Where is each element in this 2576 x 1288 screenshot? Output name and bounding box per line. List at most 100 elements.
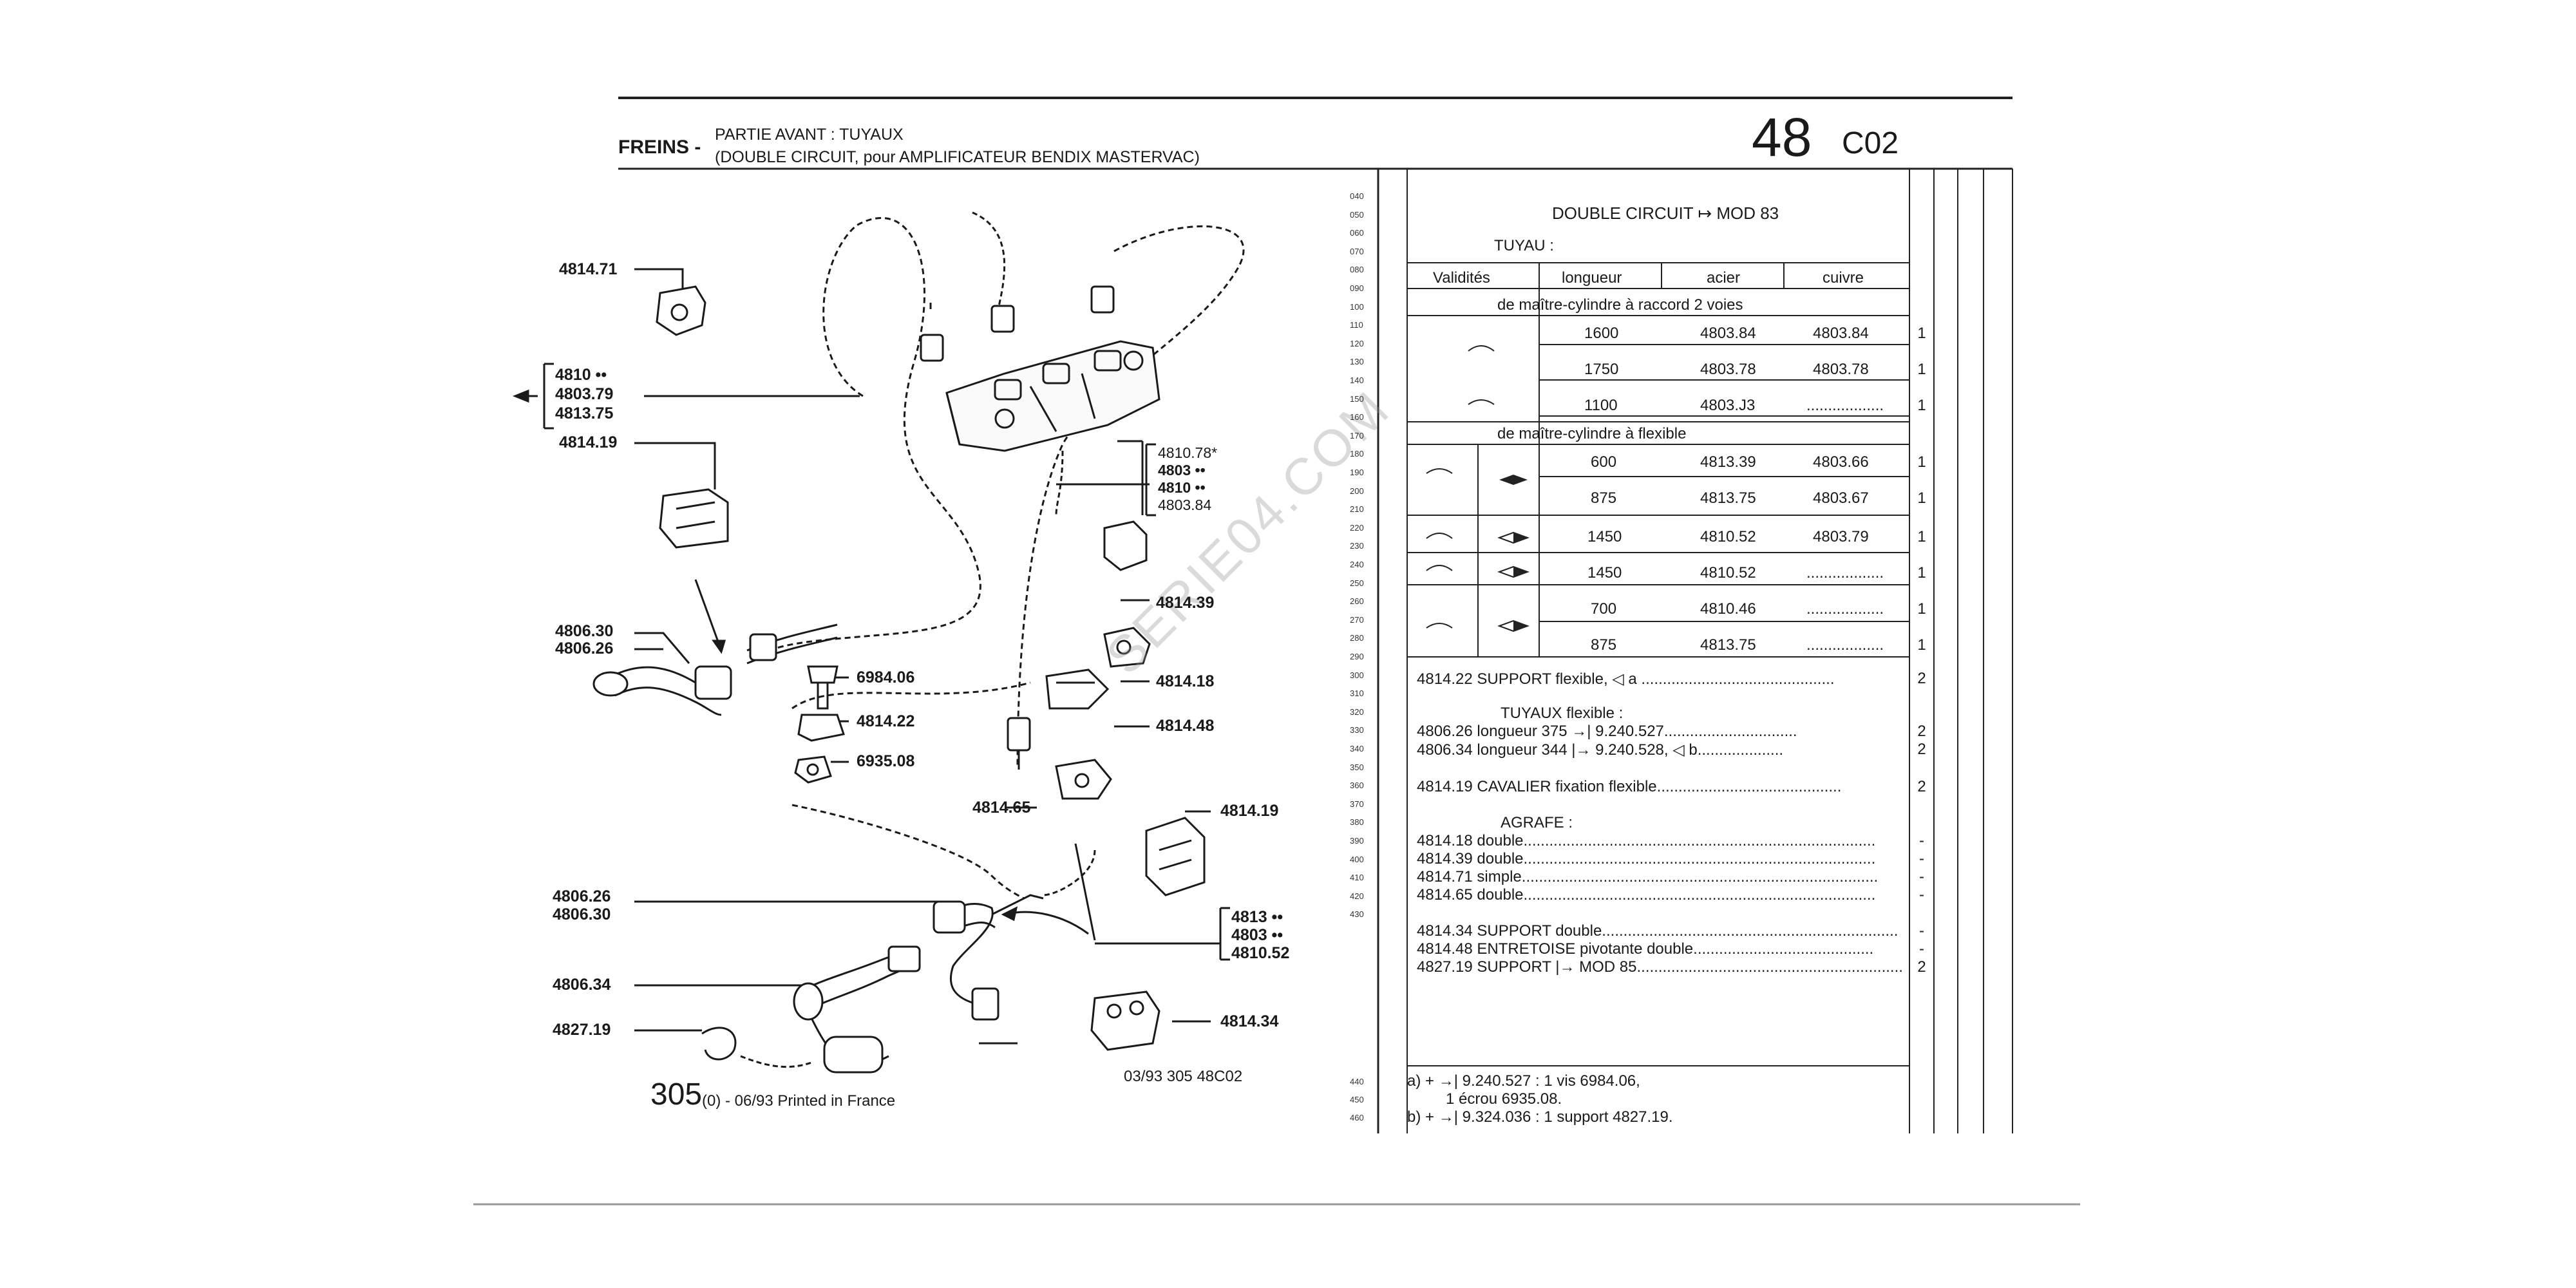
stack-bottom-1: 4803 •• — [1231, 926, 1283, 944]
row-number: 340 — [1350, 744, 1364, 753]
row-number: 300 — [1350, 670, 1364, 680]
row-number: 210 — [1350, 504, 1364, 515]
row-number: 390 — [1350, 836, 1364, 846]
footnote-a: a) + →| 9.240.527 : 1 vis 6984.06, — [1407, 1072, 1640, 1090]
row-cuivre: 4803.66 — [1813, 453, 1869, 471]
row-number: 060 — [1350, 228, 1364, 238]
row-number: 110 — [1350, 320, 1363, 330]
row-qty: 1 — [1917, 453, 1926, 471]
row-acier: 4813.39 — [1700, 453, 1756, 471]
stack-mid-1: 4803 •• — [1158, 462, 1206, 478]
row-number: 070 — [1350, 246, 1364, 256]
entry-qty: - — [1919, 850, 1924, 867]
entry-text: 4806.34 longueur 344 |→ 9.240.528, ◁ b..… — [1417, 741, 1784, 759]
doc-reference: 03/93 305 48C02 — [1124, 1068, 1243, 1085]
row-cuivre: .................. — [1806, 564, 1884, 582]
row-length: 1100 — [1584, 397, 1618, 414]
label-4814-48: 4814.48 — [1156, 717, 1215, 735]
row-number: 290 — [1350, 652, 1364, 661]
page-number: 48 — [1752, 107, 1812, 167]
label-4827-19: 4827.19 — [553, 1021, 611, 1039]
entry-qty: 2 — [1917, 741, 1926, 758]
row-number: 370 — [1350, 799, 1364, 809]
row-qty: 1 — [1917, 397, 1926, 414]
entry-qty: - — [1919, 886, 1924, 904]
stack-mid-3: 4803.84 — [1158, 497, 1212, 513]
row-acier: 4813.75 — [1700, 636, 1756, 654]
row-number: 090 — [1350, 283, 1364, 293]
header-cuivre: cuivre — [1823, 269, 1864, 287]
row-number: 200 — [1350, 486, 1364, 496]
row-qty: 1 — [1917, 489, 1926, 507]
entry-qty: 2 — [1917, 723, 1926, 740]
stack-mid: 4810.78* 4803 •• 4810 •• 4803.84 — [1158, 444, 1217, 514]
row-qty: 1 — [1917, 528, 1926, 545]
row-number: 270 — [1350, 614, 1364, 625]
row-acier: 4803.J3 — [1700, 397, 1756, 414]
brake-pipe-diagram — [512, 211, 1245, 1074]
print-code: 305 — [650, 1077, 703, 1112]
stack-mid-0: 4810.78* — [1158, 444, 1218, 461]
entry-text: 4814.34 SUPPORT double..................… — [1417, 922, 1899, 940]
row-number: 050 — [1350, 209, 1364, 220]
row-length: 875 — [1591, 636, 1617, 654]
row-length: 1450 — [1587, 528, 1622, 545]
row-length: 1600 — [1584, 325, 1619, 342]
label-4814-39: 4814.39 — [1156, 594, 1215, 612]
row-number: 240 — [1350, 560, 1364, 569]
header-longueur: longueur — [1562, 269, 1622, 287]
row-number: 150 — [1350, 393, 1364, 404]
label-4806-30-top: 4806.30 — [555, 622, 614, 640]
entry-text: 4814.22 SUPPORT flexible, ◁ a ..........… — [1417, 670, 1835, 688]
header-validites: Validités — [1433, 269, 1490, 287]
row-qty: 1 — [1917, 564, 1926, 582]
footnote-b: b) + →| 9.324.036 : 1 support 4827.19. — [1407, 1108, 1673, 1126]
row-cuivre: 4803.79 — [1813, 528, 1869, 545]
row-length: 1450 — [1587, 564, 1622, 582]
entry-text: 4814.18 double..........................… — [1417, 832, 1876, 849]
row-cuivre: 4803.84 — [1813, 325, 1869, 342]
label-4814-19-top: 4814.19 — [559, 433, 618, 451]
label-4806-26-bottom: 4806.26 — [553, 887, 611, 905]
tuyau-heading: TUYAU : — [1494, 237, 1554, 254]
row-qty: 1 — [1917, 636, 1926, 654]
row-number: 460 — [1350, 1113, 1364, 1122]
row-acier: 4810.52 — [1700, 528, 1756, 545]
row-cuivre: 4803.78 — [1813, 361, 1869, 378]
row-acier: 4813.75 — [1700, 489, 1756, 507]
entry-text: 4814.65 double..........................… — [1417, 886, 1876, 904]
entry-qty: - — [1919, 868, 1924, 886]
row-number: 410 — [1350, 873, 1364, 883]
entry-qty: - — [1919, 940, 1924, 958]
print-info: (0) - 06/93 Printed in France — [702, 1092, 896, 1110]
row-number: 190 — [1350, 468, 1364, 477]
row-qty: 1 — [1917, 600, 1926, 618]
row-number: 440 — [1350, 1077, 1364, 1086]
row-acier: 4803.78 — [1700, 361, 1756, 378]
label-4806-30-bottom: 4806.30 — [553, 905, 611, 923]
row-number: 250 — [1350, 578, 1364, 588]
stack-left-2: 4813.75 — [555, 404, 614, 422]
row-number: 450 — [1350, 1095, 1364, 1104]
subtitle-line-2: (DOUBLE CIRCUIT, pour AMPLIFICATEUR BEND… — [715, 148, 1200, 166]
row-cuivre: 4803.67 — [1813, 489, 1869, 507]
row-number: 220 — [1350, 522, 1364, 533]
row-cuivre: .................. — [1806, 636, 1884, 654]
row-number: 420 — [1350, 891, 1364, 901]
row-cuivre: .................. — [1806, 397, 1884, 414]
label-4806-26-top: 4806.26 — [555, 639, 614, 658]
label-4814-71: 4814.71 — [559, 260, 618, 278]
page-code: C02 — [1842, 126, 1899, 160]
entry-text: 4814.39 double..........................… — [1417, 850, 1876, 867]
row-number: 380 — [1350, 817, 1364, 828]
subtitle-line-1: PARTIE AVANT : TUYAUX — [715, 126, 904, 144]
row-acier: 4810.52 — [1700, 564, 1756, 582]
label-4814-65: 4814.65 — [972, 799, 1031, 817]
row-length: 600 — [1591, 453, 1617, 471]
row-qty: 1 — [1917, 361, 1926, 378]
row-number: 080 — [1350, 265, 1364, 275]
row-number: 280 — [1350, 633, 1364, 643]
label-4814-34: 4814.34 — [1220, 1012, 1279, 1030]
row-number: 140 — [1350, 375, 1364, 385]
